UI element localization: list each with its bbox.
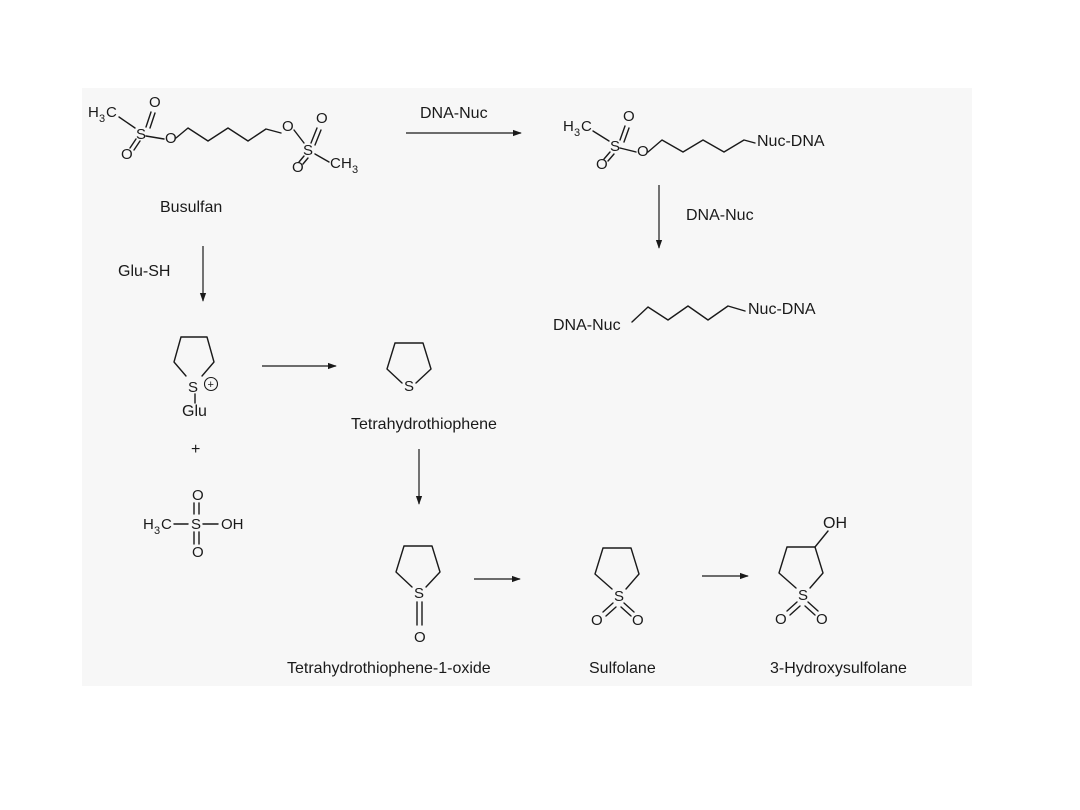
atom-o: O	[591, 612, 603, 629]
atom-c: C	[106, 104, 117, 121]
group-nuc-dna-right: Nuc-DNA	[748, 301, 816, 318]
subscript-3: 3	[574, 127, 580, 139]
atom-o: O	[816, 611, 828, 628]
reagent-dna-nuc-top: DNA-Nuc	[420, 105, 488, 122]
atom-o: O	[414, 629, 426, 646]
subscript-3: 3	[352, 164, 358, 176]
atom-o: O	[192, 544, 204, 561]
atom-o: O	[596, 156, 608, 173]
atom-o: O	[632, 612, 644, 629]
atom-s: S	[136, 126, 146, 143]
atom-h: H	[88, 104, 99, 121]
busulfan-label: Busulfan	[160, 199, 222, 216]
methanesulfonic-acid-structure: H 3 C S O O OH	[143, 487, 244, 561]
atom-c: C	[330, 155, 341, 172]
atom-s: S	[614, 588, 624, 605]
atom-s: S	[404, 378, 414, 395]
atom-o: O	[775, 611, 787, 628]
hydroxysulfolane-label: 3-Hydroxysulfolane	[770, 660, 907, 677]
group-oh: OH	[221, 516, 244, 533]
group-hydroxyl: OH	[823, 515, 847, 532]
atom-h: H	[341, 155, 352, 172]
tht-oxide-structure: S O	[395, 545, 441, 646]
busulfan-structure: H 3 C S O O O O S O O C H 3	[88, 94, 358, 176]
sulfolane-label: Sulfolane	[589, 660, 656, 677]
positive-charge-icon	[203, 376, 219, 392]
atom-s: S	[610, 138, 620, 155]
atom-o: O	[121, 146, 133, 163]
atom-o: O	[316, 110, 328, 127]
atom-s: S	[303, 142, 313, 159]
subscript-3: 3	[154, 525, 160, 537]
hydroxysulfolane-structure: OH S O O	[775, 515, 847, 628]
atom-o: O	[292, 159, 304, 176]
atom-c: C	[161, 516, 172, 533]
atom-s: S	[414, 585, 424, 602]
subscript-3: 3	[99, 113, 105, 125]
tht-oxide-label: Tetrahydrothiophene-1-oxide	[287, 660, 491, 677]
atom-o: O	[623, 108, 635, 125]
atom-h: H	[143, 516, 154, 533]
tetrahydrothiophene-structure: S	[386, 342, 432, 395]
scheme-panel	[82, 88, 972, 686]
tetrahydrothiophene-label: Tetrahydrothiophene	[351, 416, 497, 433]
atom-s: S	[191, 516, 201, 533]
reagent-dna-nuc-right: DNA-Nuc	[686, 207, 754, 224]
crosslink-structure: DNA-Nuc Nuc-DNA	[553, 301, 816, 334]
atom-o: O	[637, 143, 649, 160]
reagent-glu-sh: Glu-SH	[118, 263, 170, 280]
plus-sign: +	[191, 441, 200, 458]
mono-adduct-structure: H 3 C S O O O Nuc-DNA	[563, 108, 825, 173]
charge-symbol: +	[208, 379, 214, 391]
atom-h: H	[563, 118, 574, 135]
atom-o: O	[192, 487, 204, 504]
group-dna-nuc-left: DNA-Nuc	[553, 317, 621, 334]
atom-o: O	[282, 118, 294, 135]
sulfolane-structure: S O O	[591, 547, 644, 629]
group-nuc-dna-mono: Nuc-DNA	[757, 133, 825, 150]
atom-o: O	[149, 94, 161, 111]
atom-o: O	[165, 130, 177, 147]
atom-s: S	[188, 379, 198, 396]
sulfonium-structure: S + Glu	[173, 336, 219, 420]
atom-s: S	[798, 587, 808, 604]
atom-c: C	[581, 118, 592, 135]
group-glu: Glu	[182, 403, 207, 420]
